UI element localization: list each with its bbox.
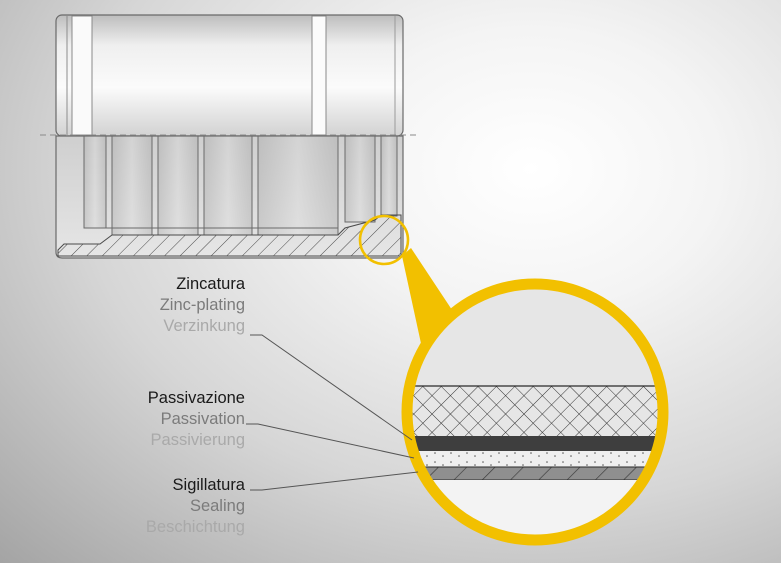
- label-sealing: Sigillatura Sealing Beschichtung: [146, 475, 245, 538]
- label-en: Zinc-plating: [159, 296, 245, 314]
- label-passivation: Passivazione Passivation Passivierung: [148, 388, 245, 451]
- passivation-layer: [412, 436, 658, 451]
- label-de: Passivierung: [150, 431, 245, 449]
- label-en: Passivation: [160, 410, 245, 428]
- label-zinc-plating: Zincatura Zinc-plating Verzinkung: [160, 274, 245, 337]
- zinc-layer: [412, 386, 658, 436]
- leader-lines: [246, 334, 419, 491]
- label-de: Verzinkung: [163, 317, 245, 335]
- label-en: Sealing: [189, 497, 245, 515]
- magnifier: [358, 214, 669, 546]
- label-de: Beschichtung: [145, 518, 245, 536]
- label-it: Zincatura: [176, 275, 245, 293]
- ferrule-section: [55, 135, 404, 259]
- ferrule-exterior: [55, 14, 404, 137]
- label-it: Sigillatura: [172, 476, 245, 494]
- label-it: Passivazione: [147, 389, 245, 407]
